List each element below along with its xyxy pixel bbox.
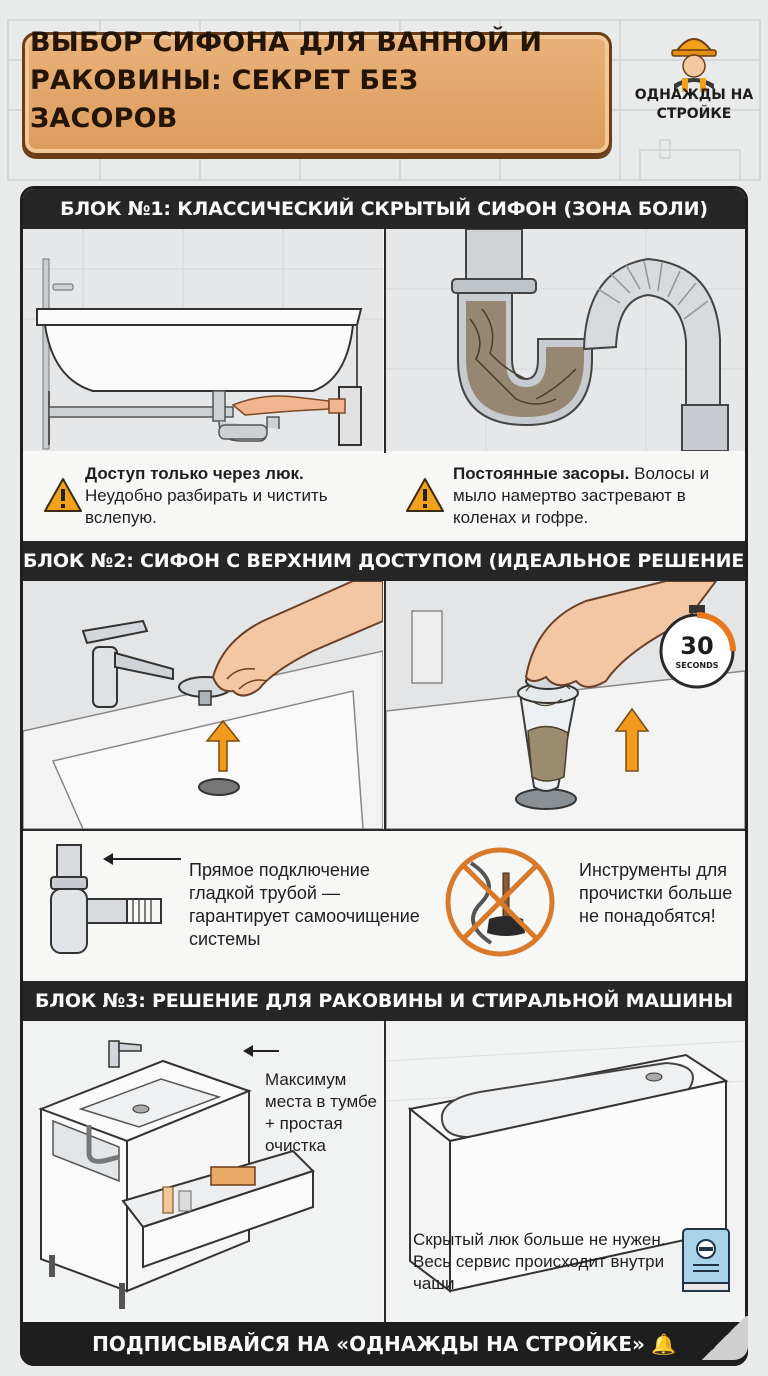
content-frame: БЛОК №1: КЛАССИЧЕСКИЙ СКРЫТЫЙ СИФОН (ЗОН… — [20, 186, 748, 1366]
title-board — [22, 32, 612, 156]
brand-name: ОДНАЖДЫ НА СТРОЙКЕ — [634, 87, 754, 122]
block3-divider — [384, 1021, 386, 1325]
block1-right-text: Волосы и мыло намертво застревают в коле… — [453, 464, 710, 527]
builder-helmet-icon — [671, 38, 717, 92]
block2-heading: БЛОК №2: СИФОН С ВЕРХНИМ ДОСТУПОМ (ИДЕАЛ… — [23, 541, 745, 581]
tools-note: Инструменты для прочистки больше не пона… — [579, 860, 733, 926]
block1-left-caption: Доступ только через люк. Неудобно разбир… — [85, 463, 375, 529]
no-tools-icon — [445, 847, 555, 957]
block3-heading: БЛОК №3: РЕШЕНИЕ ДЛЯ РАКОВИНЫ И СТИРАЛЬН… — [23, 981, 745, 1021]
block2-mid-divider — [23, 829, 745, 831]
vanity-cabinet-illustration — [23, 1021, 383, 1323]
block1-divider — [384, 229, 386, 453]
bell-icon: 🔔 — [650, 1332, 676, 1356]
arrow-left-icon — [103, 853, 181, 865]
warning-triangle-icon — [44, 478, 82, 512]
block1-left-bold: Доступ только через люк. — [85, 464, 304, 483]
subscribe-text: ПОДПИСЫВАЙСЯ НА «ОДНАЖДЫ НА СТРОЙКЕ» — [92, 1332, 645, 1356]
warning-triangle-icon — [406, 478, 444, 512]
timer-unit: SECONDS — [675, 661, 719, 670]
subscribe-footer[interactable]: ПОДПИСЫВАЙСЯ НА «ОДНАЖДЫ НА СТРОЙКЕ»🔔 — [20, 1322, 748, 1366]
clogged-siphon-illustration — [386, 229, 745, 451]
page-curl-corner — [700, 1316, 748, 1360]
pipe-note: Прямое подключение гладкой трубой — гара… — [189, 860, 420, 949]
page-title: ВЫБОР СИФОНА ДЛЯ ВАННОЙ И РАКОВИНЫ: СЕКР… — [30, 27, 543, 134]
strainer-basket-illustration — [386, 581, 745, 829]
arrow-left-icon — [243, 1045, 279, 1057]
smooth-pipe-siphon-icon — [50, 844, 162, 954]
cabinet-note: Максимум места в тумбе + простая очистка — [265, 1070, 377, 1155]
stopwatch-icon — [659, 605, 736, 689]
block1-right-caption: Постоянные засоры. Волосы и мыло намертв… — [453, 463, 733, 529]
bath-note: Скрытый люк больше не нужен. Весь сервис… — [413, 1230, 666, 1293]
block1-right-bold: Постоянные засоры. — [453, 464, 630, 483]
timer-value: 30 — [680, 632, 714, 660]
block2-divider — [384, 581, 386, 831]
block1-heading: БЛОК №1: КЛАССИЧЕСКИЙ СКРЫТЫЙ СИФОН (ЗОН… — [23, 189, 745, 229]
sink-popup-plug-illustration — [23, 581, 383, 829]
bathtub-hidden-siphon-illustration — [23, 229, 383, 451]
block1-left-text: Неудобно разбирать и чистить вслепую. — [85, 486, 328, 527]
manual-book-icon — [682, 1228, 730, 1292]
